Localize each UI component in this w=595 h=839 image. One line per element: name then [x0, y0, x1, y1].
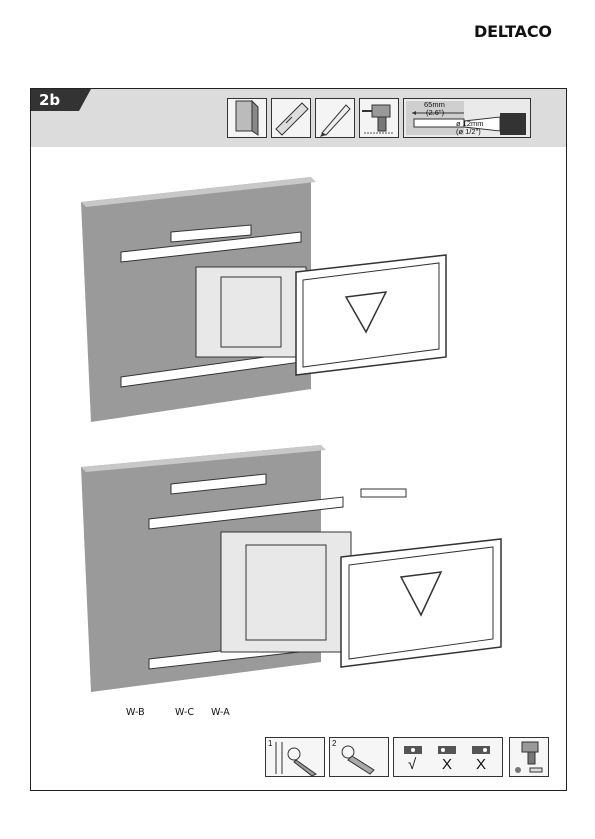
drill-warning-icon [509, 737, 549, 777]
mount-on-wall-illustration [81, 177, 501, 427]
tip-box-level-check: √ X X [393, 737, 503, 777]
spirit-level-icon [271, 98, 311, 138]
check-mark: √ [408, 756, 416, 773]
cross-mark-1: X [442, 756, 452, 773]
tip-box-step-2: 2 [329, 737, 389, 777]
cross-mark-2: X [476, 756, 486, 773]
wall-icon [227, 98, 267, 138]
drill-icon [359, 98, 399, 138]
instruction-panel: 2b 65mm (2.6") ø 12mm (ø [30, 88, 567, 791]
depth-in: (2.6") [426, 108, 444, 117]
brand-logo: DELTACO [474, 22, 570, 42]
callout-w-c: W-C [175, 707, 194, 718]
pencil-icon [315, 98, 355, 138]
diameter-in: (ø 1/2") [456, 127, 481, 136]
fastened-to-wall-illustration [81, 437, 521, 702]
step-number: 2b [39, 91, 60, 109]
tip-box-step-1: 1 [265, 737, 325, 777]
step-tab: 2b [31, 89, 103, 111]
callout-w-a: W-A [211, 707, 230, 718]
callout-w-b: W-B [126, 707, 145, 718]
tools-row: 65mm (2.6") ø 12mm (ø 1/2") [227, 98, 527, 138]
drill-hole-icon: 65mm (2.6") ø 12mm (ø 1/2") [403, 98, 531, 138]
